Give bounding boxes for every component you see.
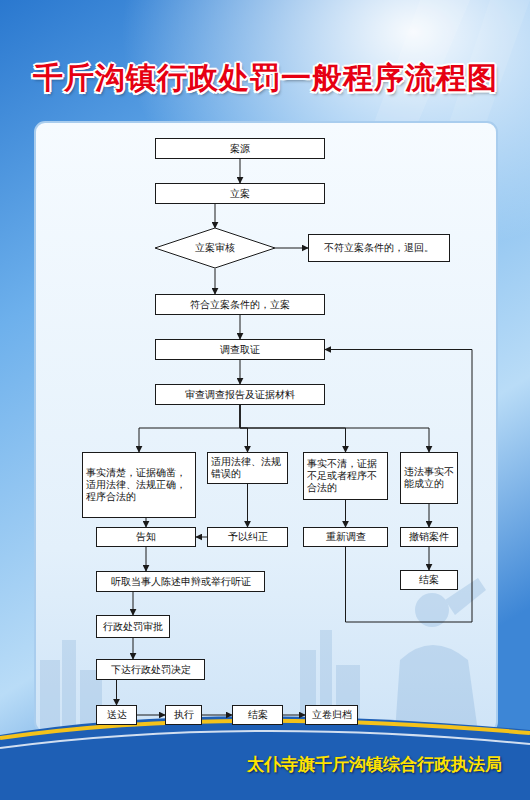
node-label: 适用法律、法规错误的 <box>211 456 284 480</box>
process-box: 不符立案条件的，退回。 <box>308 234 450 262</box>
node-label: 审查调查报告及证据材料 <box>185 389 295 401</box>
node-label: 听取当事人陈述申辩或举行听证 <box>111 576 251 588</box>
decision-diamond: 立案审核 <box>155 228 275 268</box>
process-box: 告知 <box>96 527 196 547</box>
node-label: 送达 <box>107 709 127 721</box>
node-label: 立案 <box>230 188 250 200</box>
process-box: 予以纠正 <box>207 527 288 547</box>
flow-arrow <box>429 547 430 570</box>
flow-arrow <box>196 537 207 538</box>
node-label: 立案审核 <box>195 242 235 254</box>
node-label: 结案 <box>419 574 439 586</box>
flow-arrow <box>146 518 147 527</box>
process-box: 审查调查报告及证据材料 <box>155 384 325 405</box>
process-box: 听取当事人陈述申辩或举行听证 <box>96 571 265 592</box>
flow-arrow <box>240 315 241 339</box>
flow-arrow <box>215 268 216 294</box>
flow-arrow <box>429 504 430 527</box>
node-label: 违法事实不能成立的 <box>404 466 454 490</box>
process-box: 执行 <box>165 705 202 725</box>
process-box: 事实清楚，证据确凿，适用法律、法规正确，程序合法的 <box>82 452 196 518</box>
flow-arrow <box>137 715 165 716</box>
node-label: 事实清楚，证据确凿，适用法律、法规正确，程序合法的 <box>86 467 192 503</box>
node-label: 行政处罚审批 <box>103 621 163 633</box>
diamond-shape <box>155 228 275 268</box>
flow-arrow <box>240 159 241 183</box>
node-label: 不符立案条件的，退回。 <box>324 242 434 254</box>
flow-arrow <box>240 405 346 452</box>
process-box: 调查取证 <box>155 339 325 360</box>
node-label: 案源 <box>230 143 250 155</box>
issuer-caption: 太仆寺旗千斤沟镇综合行政执法局 <box>247 753 502 776</box>
process-box: 下达行政处罚决定 <box>96 659 205 680</box>
process-box: 立案 <box>155 183 325 204</box>
node-label: 事实不清，证据不足或者程序不合法的 <box>307 458 384 494</box>
node-label: 下达行政处罚决定 <box>111 664 191 676</box>
flow-arrow <box>345 500 346 527</box>
content-panel <box>35 122 497 732</box>
flow-arrow <box>283 715 305 716</box>
process-box: 送达 <box>96 705 137 725</box>
node-label: 调查取证 <box>220 344 260 356</box>
node-label: 结案 <box>248 709 268 721</box>
flow-arrow <box>146 547 147 571</box>
process-box: 事实不清，证据不足或者程序不合法的 <box>303 452 388 500</box>
node-label: 符合立案条件的，立案 <box>190 299 290 311</box>
process-box: 行政处罚审批 <box>96 615 170 638</box>
process-box: 撤销案件 <box>400 527 458 547</box>
node-label: 执行 <box>174 709 194 721</box>
flow-arrow <box>275 248 308 249</box>
officer-silhouette <box>395 578 486 732</box>
city-skyline <box>40 630 360 730</box>
poster-title: 千斤沟镇行政处罚一般程序流程图 <box>0 58 530 99</box>
white-stripe <box>0 731 530 748</box>
flow-arrow <box>116 680 117 705</box>
flow-arrow <box>215 204 216 228</box>
process-box: 适用法律、法规错误的 <box>207 452 288 484</box>
node-label: 告知 <box>136 531 156 543</box>
process-box: 结案 <box>232 705 283 725</box>
bottom-wave <box>0 716 530 800</box>
flow-arrow <box>133 592 134 615</box>
flow-arrow <box>325 350 472 623</box>
flow-arrow <box>133 638 134 659</box>
flow-arrow <box>240 405 429 452</box>
flow-arrow <box>240 360 241 384</box>
flow-arrow <box>240 405 248 452</box>
node-label: 撤销案件 <box>409 531 449 543</box>
flow-arrow <box>139 405 240 452</box>
process-box: 案源 <box>155 138 325 159</box>
flow-arrow <box>202 715 232 716</box>
process-box: 符合立案条件的，立案 <box>155 294 325 315</box>
node-label: 重新调查 <box>326 531 366 543</box>
flow-arrow <box>247 484 248 527</box>
node-label: 立卷归档 <box>312 709 352 721</box>
node-label: 予以纠正 <box>228 531 268 543</box>
process-box: 结案 <box>400 570 458 590</box>
process-box: 违法事实不能成立的 <box>400 452 458 504</box>
process-box: 重新调查 <box>303 527 388 547</box>
process-box: 立卷归档 <box>305 705 358 725</box>
